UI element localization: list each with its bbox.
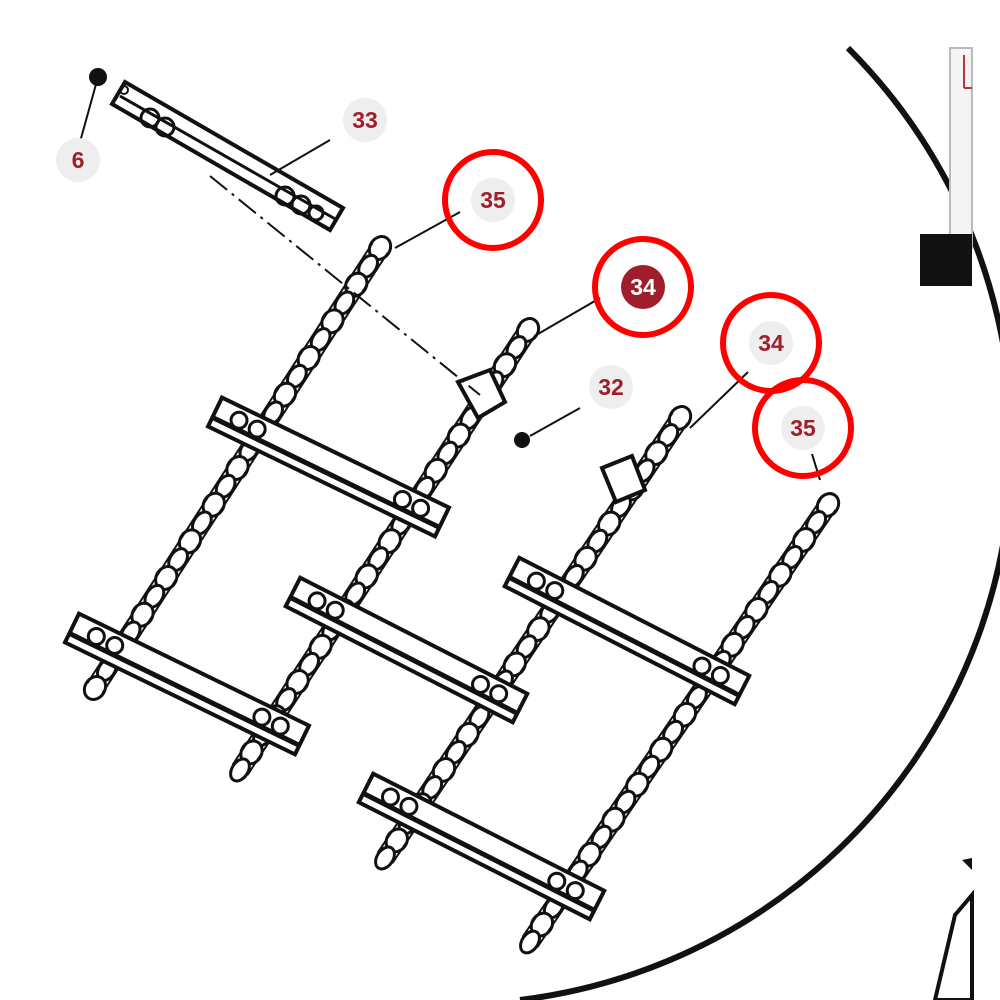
callout-badge	[589, 365, 633, 409]
callout-badge	[56, 138, 100, 182]
callout-label: 34	[630, 274, 656, 300]
callout-layer: 6 33 35 34 32 34 35	[56, 98, 854, 479]
slat	[502, 555, 752, 707]
callout-34: 34	[592, 236, 694, 338]
callout-34: 34	[720, 292, 822, 394]
callout-33: 33	[343, 98, 387, 142]
callout-label: 35	[480, 187, 506, 213]
adjacent-view-fragment	[920, 47, 974, 1000]
callout-badge	[343, 98, 387, 142]
slat	[62, 610, 312, 758]
callout-label: 32	[598, 374, 624, 400]
slat	[205, 394, 452, 540]
highlight-ring	[442, 149, 544, 251]
callout-badge	[749, 321, 793, 365]
callout-label: 34	[758, 330, 784, 356]
callout-label: 6	[72, 147, 85, 173]
attachment-hub	[455, 367, 648, 505]
slat	[283, 575, 530, 725]
slat-part-33	[109, 79, 346, 233]
highlight-ring	[592, 236, 694, 338]
slat	[356, 771, 607, 922]
callout-label: 35	[790, 415, 816, 441]
callout-badge	[621, 265, 665, 309]
highlight-ring	[752, 377, 854, 479]
callout-6: 6	[56, 138, 100, 182]
callout-label: 33	[352, 107, 378, 133]
callout-35: 35	[442, 149, 544, 251]
callout-35: 35	[752, 377, 854, 479]
callout-32: 32	[589, 365, 633, 409]
callout-badge	[471, 178, 515, 222]
callout-badge	[781, 406, 825, 450]
bolt-part-32	[514, 432, 530, 448]
conveyor-slats	[62, 394, 752, 922]
